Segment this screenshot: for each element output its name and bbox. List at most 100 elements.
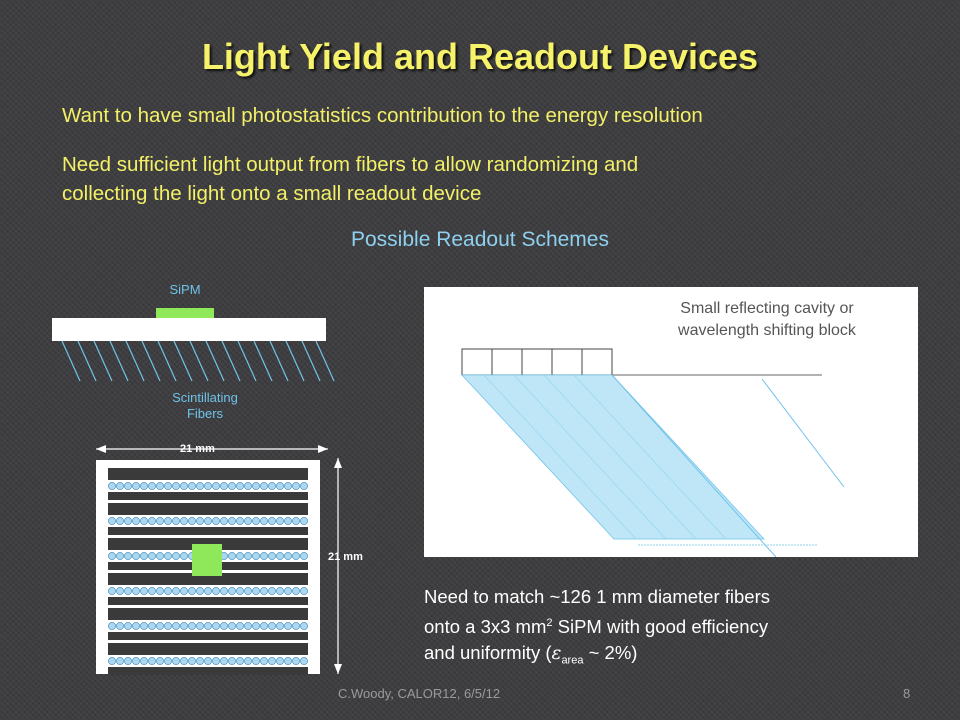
fiber-circle	[292, 622, 300, 630]
fiber-circle	[228, 657, 236, 665]
fiber-circle	[252, 622, 260, 630]
fiber-circle	[212, 587, 220, 595]
sipm-label: SiPM	[169, 282, 201, 297]
fiber-circle	[188, 517, 196, 525]
fiber-circle	[132, 482, 140, 490]
fiber-circle	[124, 552, 132, 560]
sipm-chip	[156, 308, 214, 318]
fiber-circle	[172, 552, 180, 560]
fiber-circle	[300, 552, 308, 560]
fiber-circle	[276, 517, 284, 525]
absorber-bar	[108, 667, 308, 675]
fiber-circle	[132, 587, 140, 595]
fiber-circle	[204, 622, 212, 630]
match-line2-part-b: SiPM with good efficiency	[552, 616, 769, 638]
fiber-circle	[236, 622, 244, 630]
fiber-circle	[180, 482, 188, 490]
fiber-circle	[180, 622, 188, 630]
fiber-circle	[276, 657, 284, 665]
slide-title: Light Yield and Readout Devices	[201, 36, 759, 77]
bullet-photostatistics: Want to have small photostatistics contr…	[62, 104, 703, 127]
cross-section-diagram	[96, 445, 342, 675]
fiber-circle	[156, 657, 164, 665]
fiber-circle	[228, 517, 236, 525]
fiber-circle	[236, 552, 244, 560]
fiber-circle	[244, 517, 252, 525]
cavity-label: Small reflecting cavity or wavelength sh…	[612, 298, 922, 342]
fiber-circle	[220, 657, 228, 665]
fiber-circle	[268, 552, 276, 560]
fiber-circle	[252, 587, 260, 595]
fiber-circle	[300, 482, 308, 490]
fiber-circle	[164, 657, 172, 665]
fiber-circle	[244, 587, 252, 595]
fiber-circle	[284, 622, 292, 630]
fiber-circle	[260, 657, 268, 665]
fiber-circle	[236, 517, 244, 525]
fiber-circle	[228, 552, 236, 560]
fiber-circle	[148, 587, 156, 595]
fiber-circle	[108, 657, 116, 665]
absorber-bar	[108, 503, 308, 515]
fiber-circle	[212, 622, 220, 630]
fiber-circle	[220, 517, 228, 525]
fiber-circle	[132, 622, 140, 630]
fiber-circle	[268, 657, 276, 665]
fiber-circle	[108, 587, 116, 595]
absorber-bar	[108, 527, 308, 535]
fiber-circle	[220, 587, 228, 595]
fiber-circle	[156, 622, 164, 630]
fiber-circle	[260, 482, 268, 490]
cavity-label-line2: wavelength shifting block	[678, 322, 856, 339]
fiber-circle	[300, 622, 308, 630]
fiber-circle	[132, 552, 140, 560]
fiber-circle	[172, 622, 180, 630]
mm-squared-superscript: 2	[546, 617, 553, 629]
area-subscript: area	[561, 654, 584, 667]
fiber-circle	[196, 657, 204, 665]
fiber-circle	[140, 552, 148, 560]
fiber-circle	[188, 587, 196, 595]
fiber-circle	[276, 482, 284, 490]
fiber-circle	[156, 482, 164, 490]
footer-credit: C.Woody, CALOR12, 6/5/12	[338, 686, 501, 701]
fiber-circle	[260, 552, 268, 560]
fiber-circle	[204, 587, 212, 595]
fiber-circle	[220, 622, 228, 630]
fiber-circle	[140, 622, 148, 630]
fiber-circle	[116, 587, 124, 595]
fiber-circle	[284, 657, 292, 665]
match-line3-part-a: and uniformity (	[424, 642, 552, 664]
fiber-circle	[164, 517, 172, 525]
fiber-circle	[212, 482, 220, 490]
fiber-circle	[196, 622, 204, 630]
bullet-light-output-line2: collecting the light onto a small readou…	[62, 182, 482, 205]
match-line2-part-a: onto a 3x3 mm	[424, 616, 547, 638]
absorber-bar	[108, 608, 308, 620]
fiber-circle	[172, 482, 180, 490]
fiber-circle	[164, 587, 172, 595]
fiber-circle	[156, 587, 164, 595]
fiber-circle	[236, 657, 244, 665]
fibers-label-line2: Fibers	[186, 406, 224, 421]
fiber-circle	[276, 552, 284, 560]
fiber-circle	[252, 657, 260, 665]
fiber-circle	[140, 587, 148, 595]
absorber-bar	[108, 492, 308, 500]
fiber-circle	[244, 657, 252, 665]
fiber-circle	[116, 482, 124, 490]
epsilon-symbol: ε	[551, 643, 562, 665]
sub-heading: Possible Readout Schemes	[351, 228, 609, 251]
fiber-circle	[268, 622, 276, 630]
fiber-circle	[220, 482, 228, 490]
fiber-circle	[244, 552, 252, 560]
fiber-circle	[132, 657, 140, 665]
fiber-circle	[148, 482, 156, 490]
fiber-circle	[196, 587, 204, 595]
height-dimension-label: 21 mm	[328, 551, 363, 563]
fiber-circle	[292, 552, 300, 560]
fiber-circle	[252, 552, 260, 560]
absorber-bar	[108, 468, 308, 480]
fiber-circle	[276, 587, 284, 595]
fiber-circle	[172, 517, 180, 525]
